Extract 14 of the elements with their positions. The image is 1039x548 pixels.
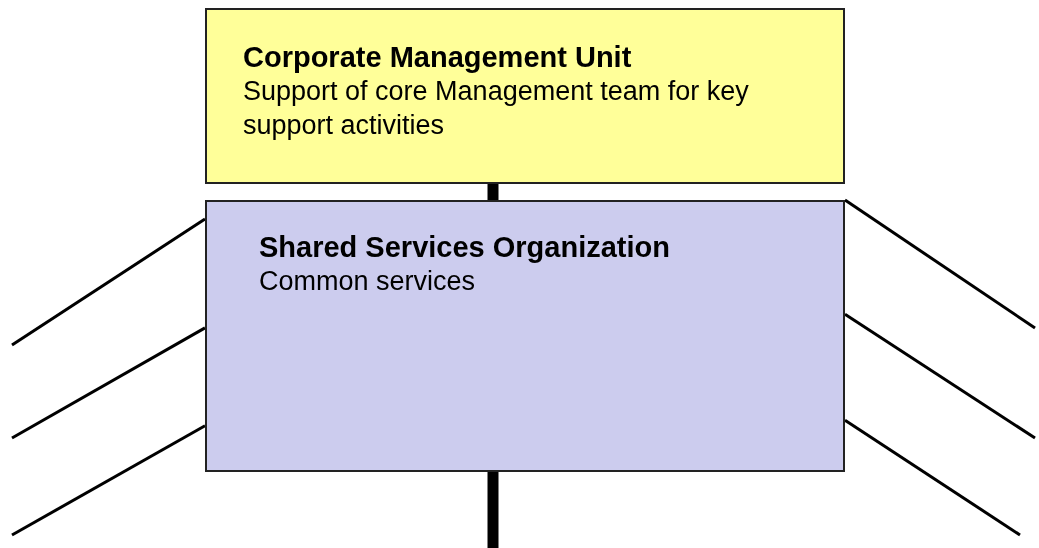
connector-line [844, 419, 1021, 537]
organization-box [205, 200, 845, 472]
connector-line [844, 198, 1036, 330]
unit-box [205, 8, 845, 184]
box-description: Support of core Management team for key support activities [243, 75, 750, 142]
connector-line [487, 184, 499, 200]
connector-line [11, 217, 206, 347]
connector-line [487, 472, 499, 548]
box-description: Common services [259, 265, 477, 298]
box-heading: Shared Services Organization [259, 230, 671, 264]
connector-line [11, 424, 206, 537]
connector-line [11, 326, 206, 440]
box-heading: Corporate Management Unit [243, 40, 633, 74]
connector-line [844, 313, 1036, 440]
